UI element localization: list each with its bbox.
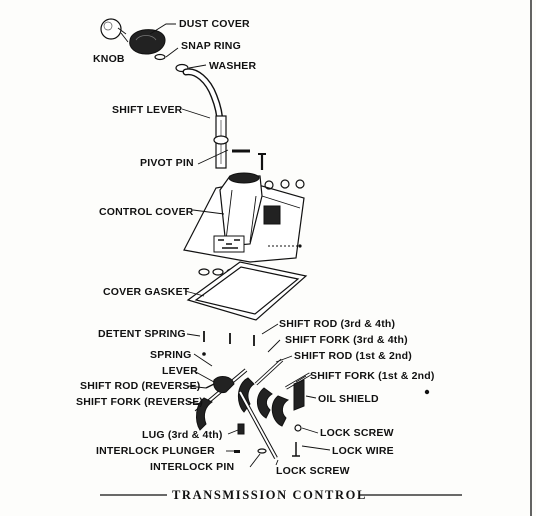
label-shift-rod-reverse: SHIFT ROD (REVERSE) xyxy=(80,380,200,392)
label-lever: LEVER xyxy=(162,365,198,377)
label-control-cover: CONTROL COVER xyxy=(99,206,194,218)
stray-mark xyxy=(424,389,430,395)
cover-gasket-part xyxy=(186,261,308,321)
label-dust-cover: DUST COVER xyxy=(179,18,250,30)
control-cover-part xyxy=(183,153,305,263)
knob-part xyxy=(100,18,122,40)
label-oil-shield: OIL SHIELD xyxy=(318,393,379,405)
caption: TRANSMISSION CONTROL xyxy=(172,488,367,502)
label-knob: KNOB xyxy=(93,53,125,65)
label-snap-ring: SNAP RING xyxy=(181,40,241,52)
label-interlock-pin: INTERLOCK PIN xyxy=(150,461,234,473)
label-pivot-pin: PIVOT PIN xyxy=(140,157,194,169)
label-shift-rod-3-4: SHIFT ROD (3rd & 4th) xyxy=(279,318,395,330)
label-lock-screw-lower: LOCK SCREW xyxy=(276,465,350,477)
snap-ring-part xyxy=(154,53,166,61)
shift-lever-part xyxy=(182,68,229,169)
label-spring: SPRING xyxy=(150,349,191,361)
label-detent-spring: DETENT SPRING xyxy=(98,328,186,340)
label-lug-3-4: LUG (3rd & 4th) xyxy=(142,429,223,441)
label-lock-wire: LOCK WIRE xyxy=(332,445,394,457)
label-shift-rod-1-2: SHIFT ROD (1st & 2nd) xyxy=(294,350,412,362)
label-shift-fork-reverse: SHIFT FORK (REVERSE) xyxy=(76,396,203,408)
label-interlock-plunger: INTERLOCK PLUNGER xyxy=(96,445,215,457)
leader-lines xyxy=(117,23,331,468)
label-shift-lever: SHIFT LEVER xyxy=(112,104,183,116)
label-shift-fork-3-4: SHIFT FORK (3rd & 4th) xyxy=(285,334,408,346)
label-shift-fork-1-2: SHIFT FORK (1st & 2nd) xyxy=(310,370,435,382)
detent-spring-parts xyxy=(202,331,255,356)
label-washer: WASHER xyxy=(209,60,257,72)
shift-rods-forks-assembly xyxy=(194,358,311,459)
label-cover-gasket: COVER GASKET xyxy=(103,286,190,298)
label-lock-screw-upper: LOCK SCREW xyxy=(320,427,394,439)
dust-cover-part xyxy=(129,29,166,55)
